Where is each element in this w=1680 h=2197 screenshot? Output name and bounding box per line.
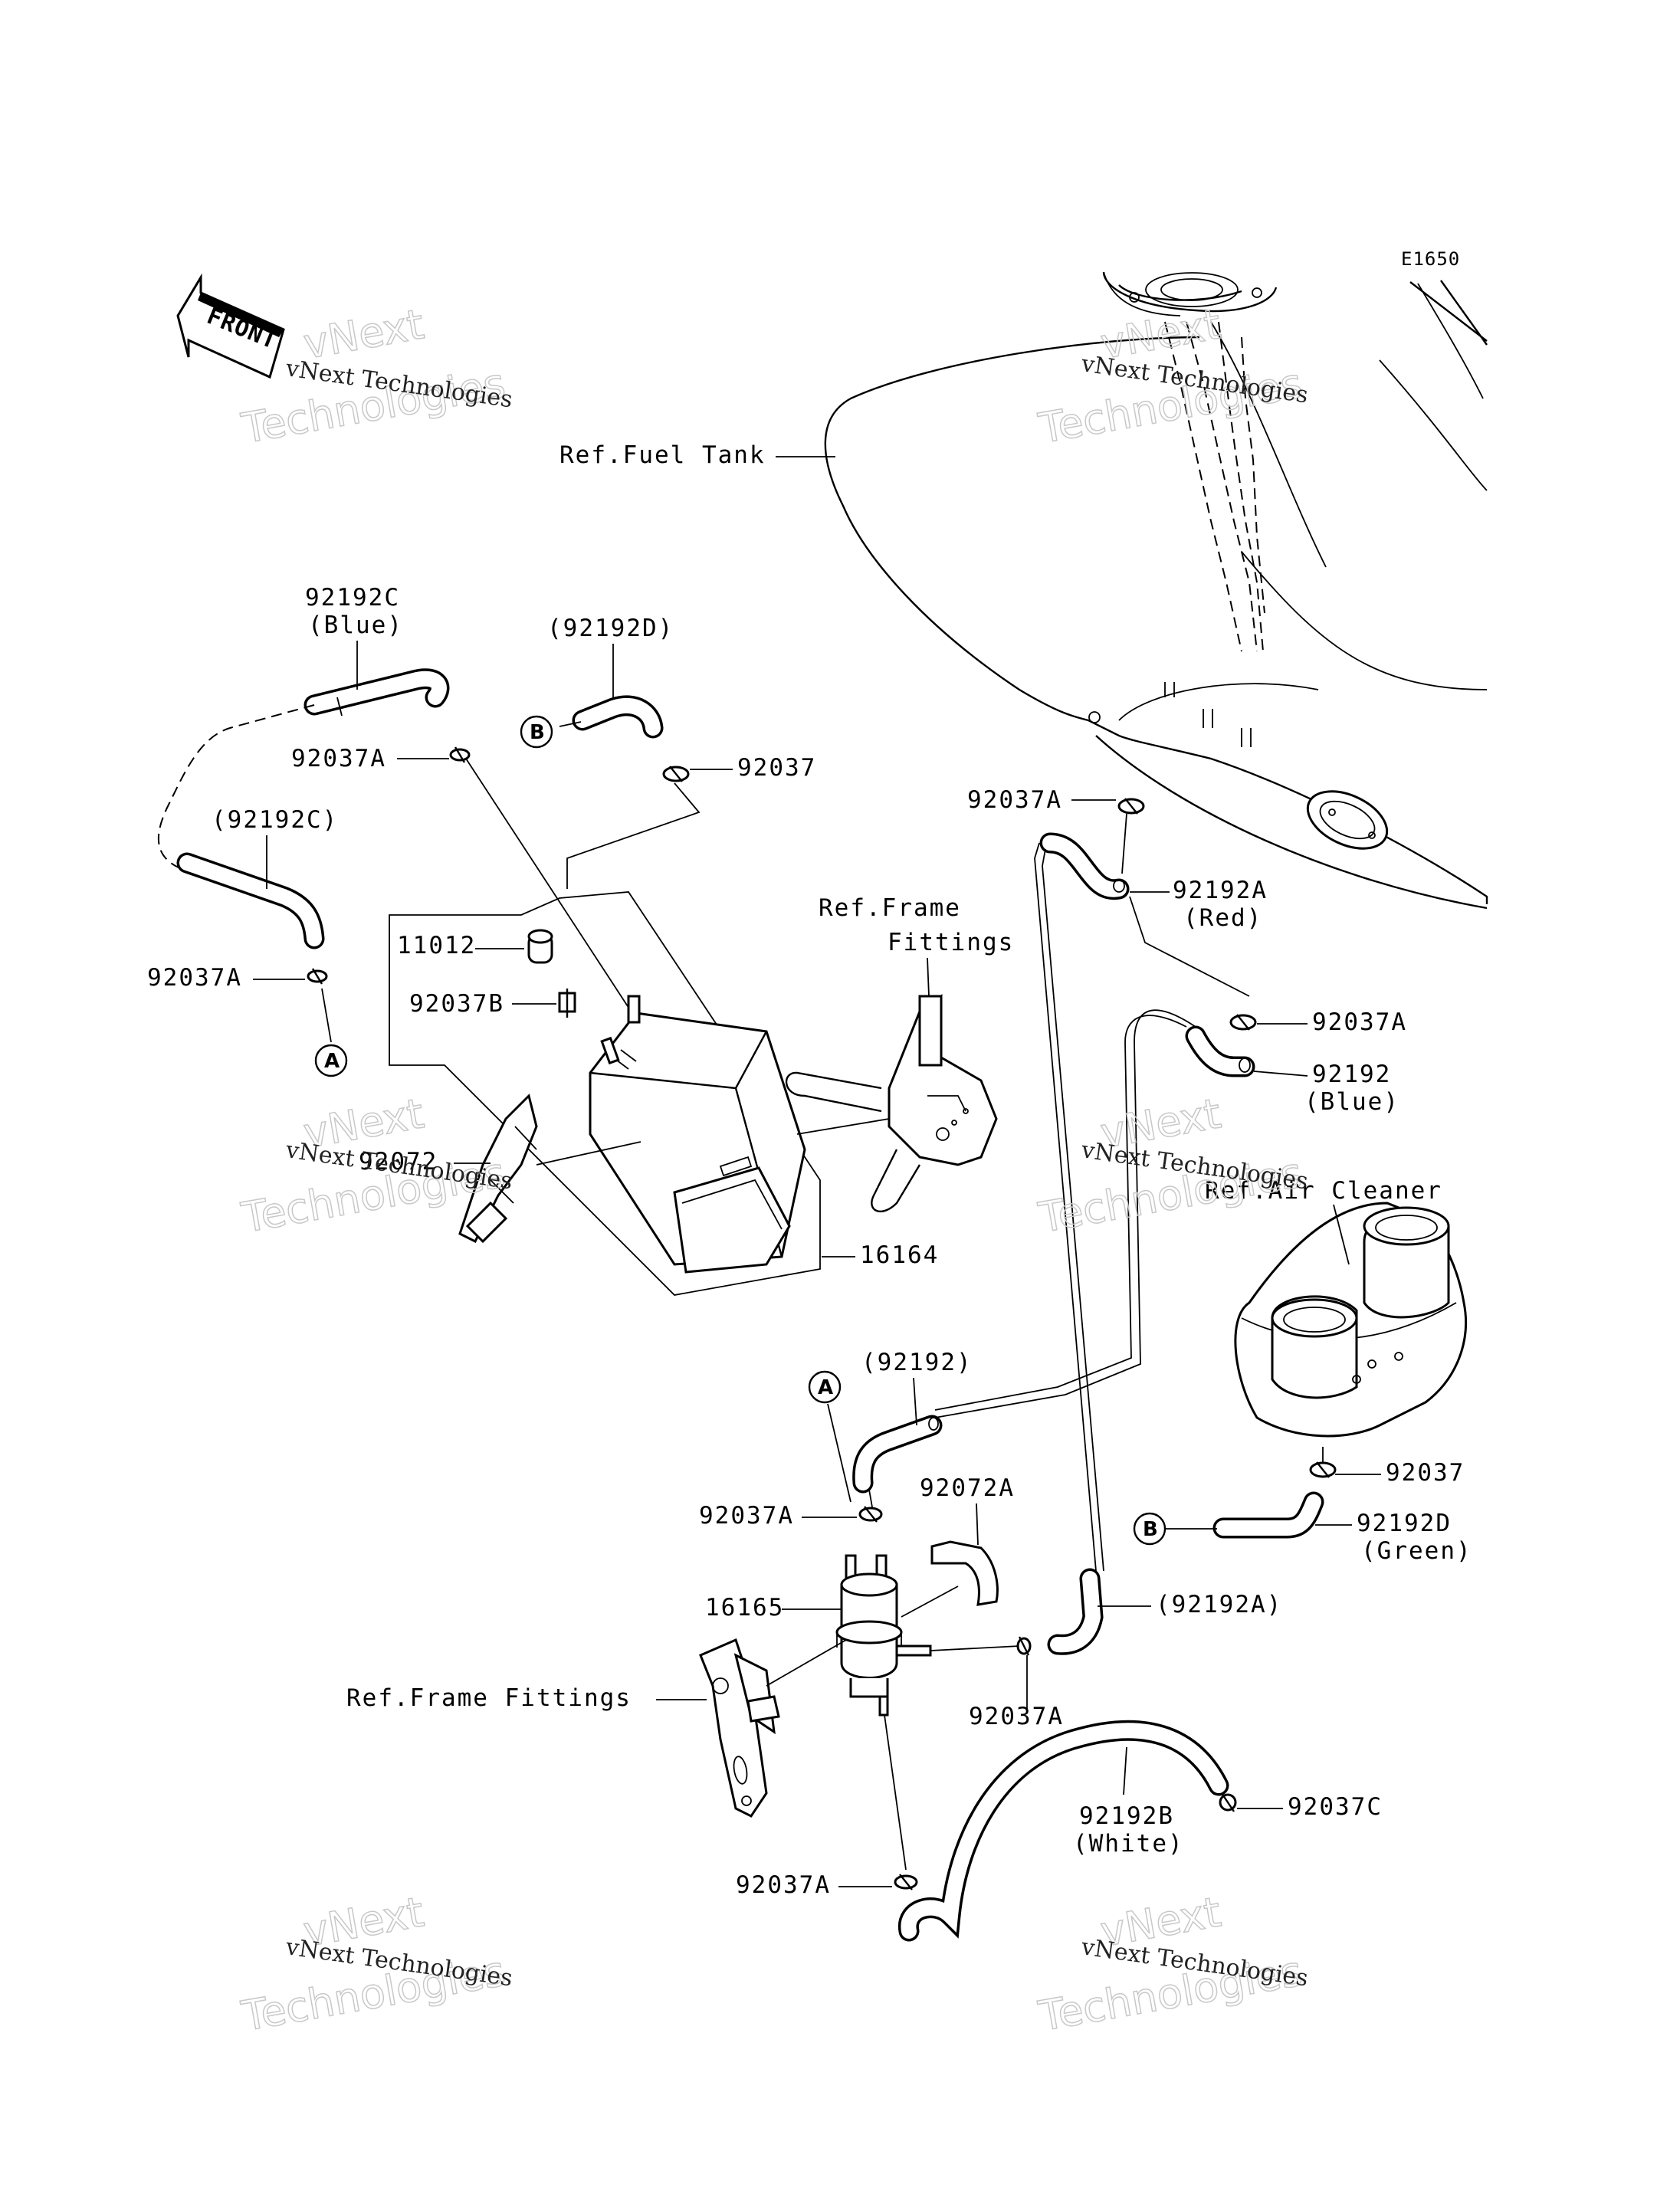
hose-92192c-blue — [304, 668, 450, 716]
marker-b-right-text: B — [1143, 1518, 1158, 1541]
part-92192d-green-label: 92192D — [1357, 1510, 1452, 1537]
ref-air-cleaner-label: Ref.Air Cleaner — [1205, 1177, 1442, 1205]
clamp-92037a-2 — [307, 968, 328, 985]
hose-92192c-paren — [176, 852, 325, 949]
part-11012-label: 11012 — [397, 932, 476, 959]
part-11012 — [527, 929, 553, 964]
clamp-92037a-6 — [1016, 1636, 1032, 1656]
clamp-92037a-4 — [1229, 1014, 1257, 1031]
part-92037-2-label: 92037 — [1386, 1459, 1465, 1487]
hose-92192a-paren — [1047, 1568, 1104, 1655]
part-92192b-label: 92192B — [1079, 1802, 1174, 1830]
marker-a-left — [314, 1044, 348, 1077]
part-92192c-color: (Blue) — [308, 612, 403, 639]
clamp-92037a-3 — [1117, 798, 1145, 815]
marker-b-top-text: B — [530, 721, 545, 744]
frame-fittings-lower — [699, 1638, 780, 1818]
part-92192d-paren-label: (92192D) — [547, 615, 674, 642]
ref-frame-fittings-lower-label: Ref.Frame Fittings — [346, 1684, 632, 1712]
part-92072a-label: 92072A — [920, 1474, 1015, 1502]
part-92192-blue-label: 92192 — [1312, 1061, 1391, 1088]
marker-a-center-text: A — [818, 1376, 833, 1399]
watermark-5: vNext Technologies vNext Technologies — [238, 1887, 514, 2041]
part-92037a-5-label: 92037A — [699, 1502, 794, 1530]
watermark-1: vNext Technologies vNext Technologies — [238, 300, 514, 454]
part-92192a-paren-label: (92192A) — [1156, 1591, 1282, 1618]
watermark-6: vNext Technologies vNext Technologies — [1035, 1887, 1310, 2041]
diagram-code: E1650 — [1401, 248, 1460, 270]
ref-frame-fittings-upper-1: Ref.Frame — [819, 894, 961, 922]
part-16164-label: 16164 — [860, 1241, 939, 1269]
hose-92192-blue — [1185, 1025, 1255, 1077]
part-92037a-7-label: 92037A — [736, 1871, 831, 1899]
clamp-92037a-1 — [449, 746, 471, 763]
clamp-92037c — [1219, 1792, 1237, 1812]
air-cleaner — [1234, 1202, 1468, 1438]
marker-a-left-text: A — [324, 1050, 340, 1073]
marker-a-center — [808, 1370, 842, 1404]
canister-16164 — [589, 995, 806, 1274]
watermark-2: vNext Technologies vNext Technologies — [1035, 300, 1310, 454]
hose-92192b-white — [897, 1720, 1229, 1942]
part-92192c-label: 92192C — [305, 584, 400, 612]
part-92192b-color: (White) — [1073, 1830, 1184, 1858]
hose-92192d-green — [1212, 1491, 1324, 1539]
part-16165-label: 16165 — [705, 1594, 784, 1622]
ref-fuel-tank-label: Ref.Fuel Tank — [559, 441, 766, 469]
svg-text:vNext: vNext — [300, 300, 427, 368]
part-92192-paren-label: (92192) — [861, 1349, 973, 1376]
watermark-4: vNext Technologies vNext Technologies — [1035, 1089, 1310, 1243]
clamp-92037-2 — [1309, 1461, 1337, 1478]
hose-92192d-top — [572, 695, 664, 739]
part-92037a-6-label: 92037A — [969, 1703, 1064, 1730]
clamp-92037b — [558, 989, 576, 1018]
part-92037c-label: 92037C — [1288, 1793, 1383, 1821]
front-arrow-icon: FRONT — [176, 273, 285, 379]
marker-b-top — [520, 715, 553, 749]
clamp-92037a-7 — [894, 1874, 918, 1890]
part-92192c-paren-label: (92192C) — [212, 806, 338, 834]
part-92192a-color: (Red) — [1183, 904, 1262, 932]
part-92037b-label: 92037B — [409, 990, 504, 1018]
ref-frame-fittings-upper-2: Fittings — [888, 929, 1014, 956]
clamp-92037-1 — [662, 766, 690, 782]
canister-callout-box — [389, 891, 821, 1296]
part-92037a-4-label: 92037A — [1312, 1008, 1407, 1036]
part-92037-1-label: 92037 — [737, 754, 816, 782]
part-92192a-label: 92192A — [1173, 877, 1268, 904]
clip-92072a — [930, 1540, 999, 1606]
part-92192-blue-color: (Blue) — [1304, 1088, 1399, 1116]
part-92037a-3-label: 92037A — [967, 786, 1062, 814]
hose-92192a-red — [1039, 832, 1130, 900]
part-92037a-1-label: 92037A — [291, 745, 386, 772]
part-92072-label: 92072 — [359, 1148, 438, 1176]
part-92037a-2-label: 92037A — [147, 964, 242, 992]
fuel-filter-16165 — [835, 1554, 932, 1717]
fuel-tank — [824, 271, 1488, 910]
part-92192d-green-color: (Green) — [1361, 1537, 1472, 1565]
bracket-92072 — [458, 1094, 538, 1244]
hose-92192-paren — [852, 1415, 943, 1494]
frame-fittings-upper — [786, 994, 998, 1212]
clamp-92037a-5 — [858, 1506, 883, 1523]
